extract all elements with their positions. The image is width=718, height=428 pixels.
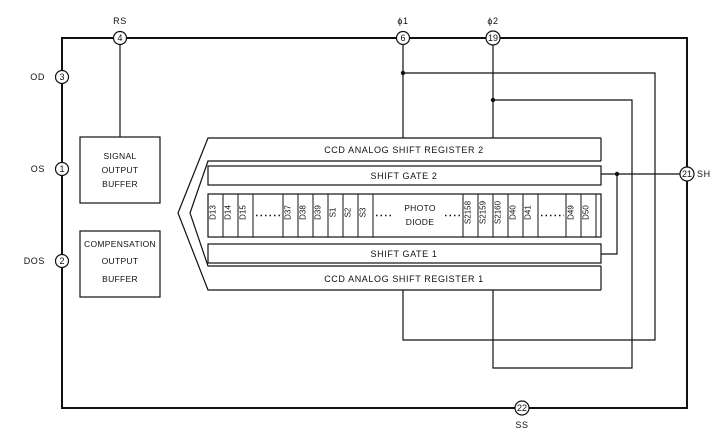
photodiode-cell <box>580 193 597 238</box>
phi1-loop-wire <box>402 72 656 341</box>
photodiode-cell-label: D41 <box>524 205 533 220</box>
pin-dos-label: DOS <box>24 256 45 266</box>
photodiode-cell-label: S3 <box>359 207 368 217</box>
pin-ss-label: SS <box>515 420 528 428</box>
photodiode-cell <box>237 193 254 238</box>
pin-rs-number: 4 <box>117 33 122 43</box>
photodiode-label-line2: DIODE <box>406 217 434 227</box>
photodiode-cell-label: D13 <box>209 205 218 220</box>
pin-ss-circle <box>514 400 530 416</box>
signal-buffer-line3: BUFFER <box>102 179 138 189</box>
shift-gate-2 <box>207 165 602 186</box>
pin-ss: 22 SS <box>514 400 530 428</box>
pin-phi2-number: 19 <box>488 33 498 43</box>
sh-gate1-wire <box>601 174 618 255</box>
pin-os-label: OS <box>31 164 45 174</box>
photodiode-cell-label: S2158 <box>464 200 473 224</box>
photodiode-cell-label: D40 <box>509 205 518 220</box>
photodiode-cell <box>522 193 539 238</box>
photodiode-cell-label: D49 <box>567 205 576 220</box>
pin-od: OD 3 <box>30 69 70 85</box>
pin-sh: 21 SH <box>679 166 711 182</box>
photodiode-label-line1: PHOTO <box>404 203 436 213</box>
pin-sh-number: 21 <box>682 169 692 179</box>
pin-os: OS 1 <box>31 161 70 177</box>
shift-gate-2-label: SHIFT GATE 2 <box>371 171 438 181</box>
pin-sh-label: SH <box>697 169 711 179</box>
pin-ss-number: 22 <box>517 403 527 413</box>
signal-output-buffer <box>79 136 161 204</box>
pin-rs-label: RS <box>113 16 127 26</box>
pin-od-label: OD <box>30 72 45 82</box>
pin-rs: RS 4 <box>112 16 128 46</box>
signal-buffer-line1: SIGNAL <box>104 151 137 161</box>
pin-os-circle <box>54 161 70 177</box>
pin-od-number: 3 <box>59 72 64 82</box>
photodiode-cell-label: D14 <box>224 205 233 220</box>
compensation-buffer-line1: COMPENSATION <box>84 239 156 249</box>
pin-od-circle <box>54 69 70 85</box>
photodiode-cell-label: D39 <box>314 205 323 220</box>
photodiode-cell-label: S2159 <box>479 200 488 224</box>
photodiode-cell-label: D38 <box>299 205 308 220</box>
pin-dos: DOS 2 <box>24 253 70 269</box>
pin-phi1-number: 6 <box>400 33 405 43</box>
pin-dos-number: 2 <box>59 256 64 266</box>
package-outline <box>61 37 688 409</box>
shift-gate-1-label: SHIFT GATE 1 <box>371 249 438 259</box>
photodiode-cell-label: S1 <box>329 207 338 217</box>
photodiode-cell-label: S2 <box>344 207 353 217</box>
register-funnel-inner <box>189 160 601 267</box>
compensation-buffer-line3: BUFFER <box>102 274 138 284</box>
photodiode-cell-label: D50 <box>582 205 591 220</box>
register-funnel-outline <box>177 137 601 291</box>
compensation-buffer-line2: OUTPUT <box>102 256 139 266</box>
photodiode-cell-label: D37 <box>284 205 293 220</box>
photodiode-cell-label: D15 <box>239 205 248 220</box>
pin-dos-circle <box>54 253 70 269</box>
shift-register-2-label: CCD ANALOG SHIFT REGISTER 2 <box>324 145 484 155</box>
signal-buffer-line2: OUTPUT <box>102 165 139 175</box>
pin-phi2: ϕ2 19 <box>485 16 501 46</box>
pin-os-number: 1 <box>59 164 64 174</box>
photodiode-cell-label: S2160 <box>494 200 503 224</box>
photodiode-cell <box>357 193 374 238</box>
compensation-output-buffer <box>79 230 161 298</box>
phi2-loop-wire <box>492 99 633 369</box>
shift-register-1-label: CCD ANALOG SHIFT REGISTER 1 <box>324 274 484 284</box>
pin-phi1: ϕ1 6 <box>395 16 411 46</box>
pin-phi2-label: ϕ2 <box>487 16 498 26</box>
pin-phi1-label: ϕ1 <box>397 16 408 26</box>
